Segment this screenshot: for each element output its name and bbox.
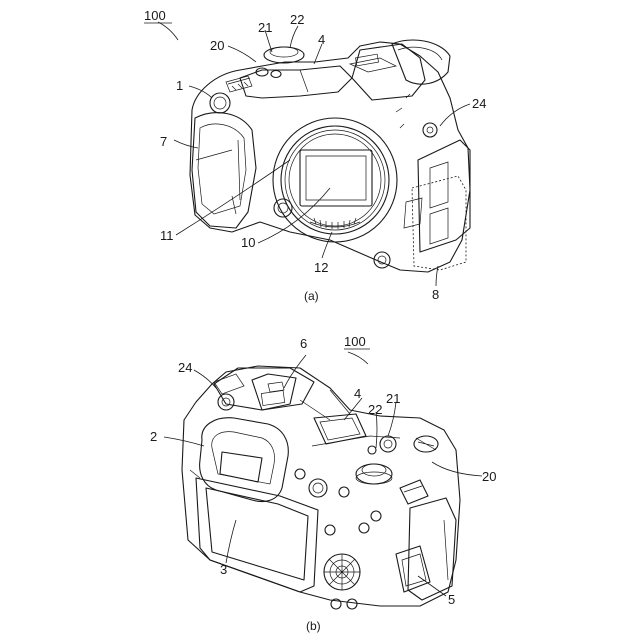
label-5: 5 <box>448 592 455 607</box>
label-12: 12 <box>314 260 328 275</box>
card-slot-cover <box>396 546 430 592</box>
rear-monitor <box>196 478 318 592</box>
label-20-a: 20 <box>210 38 224 53</box>
top-dial <box>264 47 304 63</box>
label-22-a: 22 <box>290 12 304 27</box>
label-4-b: 4 <box>354 386 361 401</box>
label-6: 6 <box>300 336 307 351</box>
label-100-a: 100 <box>144 8 166 23</box>
label-2: 2 <box>150 429 157 444</box>
label-24-a: 24 <box>472 96 486 111</box>
shutter-button <box>210 93 230 113</box>
eyecup <box>200 418 289 502</box>
viewfinder-top <box>214 368 314 410</box>
lens-mount <box>273 118 397 242</box>
label-10: 10 <box>241 235 255 250</box>
top-lcd <box>314 414 366 444</box>
label-7: 7 <box>160 134 167 149</box>
label-8: 8 <box>432 287 439 302</box>
label-11: 11 <box>160 228 174 243</box>
label-3: 3 <box>220 562 227 577</box>
label-20-b: 20 <box>482 469 496 484</box>
image-sensor <box>300 150 372 206</box>
label-4-a: 4 <box>318 32 325 47</box>
caption-a: (a) <box>304 289 319 303</box>
label-22-b: 22 <box>368 402 382 417</box>
figure-b-leaders <box>164 352 482 596</box>
label-24-b: 24 <box>178 360 192 375</box>
caption-b: (b) <box>306 619 321 633</box>
label-1: 1 <box>176 78 183 93</box>
side-terminal-cover <box>418 140 470 252</box>
figure-b-labels: 100 6 24 2 4 22 21 20 3 5 (b) <box>150 334 496 633</box>
label-21-b: 21 <box>386 391 400 406</box>
label-21-a: 21 <box>258 20 272 35</box>
label-100-b: 100 <box>344 334 366 349</box>
